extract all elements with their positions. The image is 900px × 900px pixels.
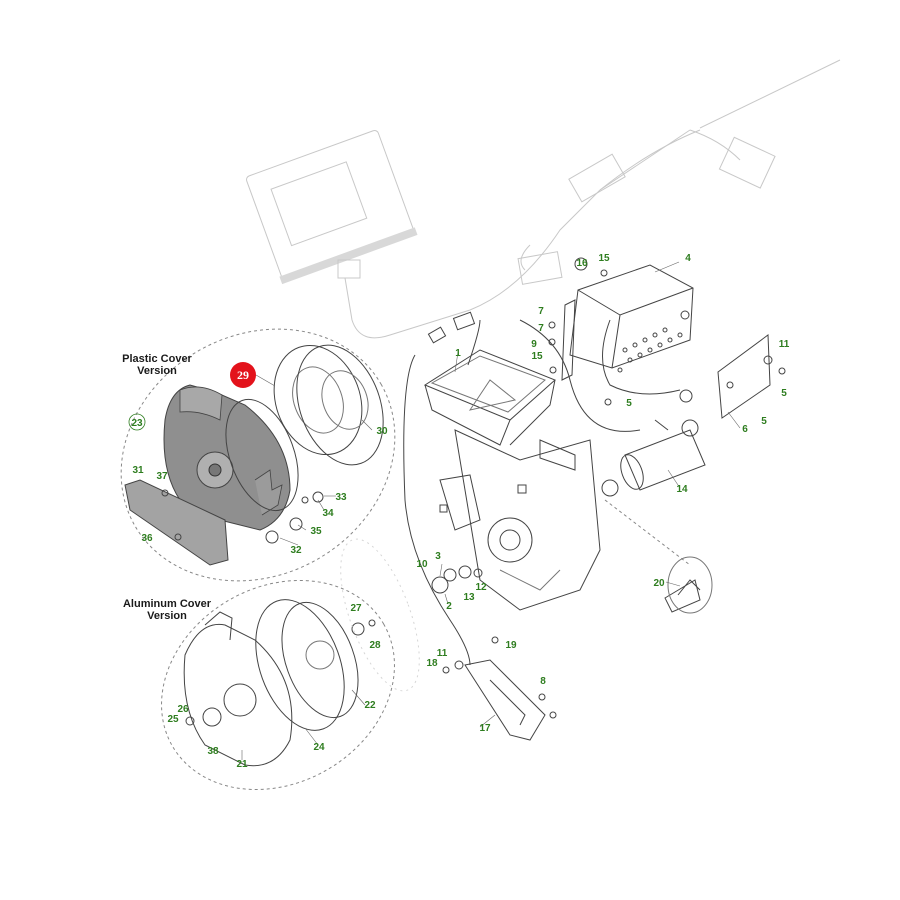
callout-14[interactable]: 14 [676,484,688,495]
callout-24[interactable]: 24 [313,742,325,753]
callout-25[interactable]: 25 [167,714,179,725]
callout-37[interactable]: 37 [156,471,168,482]
callout-26[interactable]: 26 [177,704,189,715]
callout-3[interactable]: 3 [435,551,441,562]
plastic-section-label-1: Plastic Cover [122,353,192,365]
plastic-cover-group: Plastic Cover Version [120,328,396,582]
callout-16[interactable]: 16 [576,258,588,269]
callout-15-a[interactable]: 15 [598,253,610,264]
callout-32[interactable]: 32 [290,545,302,556]
callout-8[interactable]: 8 [540,676,546,687]
callout-labels: 1 2 3 4 5 5 5 6 7 7 8 9 10 11 11 12 13 1… [131,253,789,770]
callout-27[interactable]: 27 [350,603,362,614]
callout-35[interactable]: 35 [310,526,322,537]
callout-11-a[interactable]: 11 [779,339,790,350]
plastic-section-label-2: Version [137,365,177,377]
callout-11-b[interactable]: 11 [437,648,448,659]
green-circle-icon [128,413,146,431]
callout-7-a[interactable]: 7 [538,306,544,317]
motor-bracket [561,264,694,403]
callout-13[interactable]: 13 [463,592,475,603]
callout-38[interactable]: 38 [207,746,219,757]
callout-17[interactable]: 17 [479,723,491,734]
callout-5-c[interactable]: 5 [781,388,787,399]
callout-23[interactable]: 23 [131,418,143,429]
callout-5-b[interactable]: 5 [761,416,767,427]
callout-34[interactable]: 34 [322,508,334,519]
callout-9[interactable]: 9 [531,339,537,350]
callout-15-b[interactable]: 15 [531,351,543,362]
plastic-group-outline [120,328,396,582]
callout-7-b[interactable]: 7 [538,323,544,334]
sensor-cable [403,354,471,666]
callout-1[interactable]: 1 [455,348,461,359]
callout-20[interactable]: 20 [653,578,665,589]
backing-plate-29 [273,344,363,456]
motor [601,419,706,566]
aluminum-section-label-2: Version [147,610,187,622]
aluminum-group-outline [161,579,395,791]
callout-21[interactable]: 21 [236,759,248,770]
aluminum-section-label-1: Aluminum Cover [123,598,212,610]
cover-plate [717,334,786,419]
callout-31[interactable]: 31 [132,465,144,476]
callout-12[interactable]: 12 [475,582,487,593]
leader-lines [241,261,741,760]
plastic-fan-housing [163,384,291,531]
callout-22[interactable]: 22 [364,700,376,711]
aluminum-cover-group: Aluminum Cover Version [123,538,420,791]
faded-harness [246,59,841,339]
hopper-assembly [423,349,601,611]
callout-28[interactable]: 28 [369,640,381,651]
callout-19[interactable]: 19 [505,640,517,651]
callout-30[interactable]: 30 [376,426,388,437]
callout-18[interactable]: 18 [426,658,438,669]
callout-33[interactable]: 33 [335,492,347,503]
callout-5-a[interactable]: 5 [626,398,632,409]
highlight-callout-29[interactable]: 29 [230,362,276,388]
callout-4[interactable]: 4 [685,253,691,264]
aluminum-fan-housing [183,611,293,767]
red-circle-icon [230,362,256,388]
bracket-17 [464,659,557,741]
callout-6[interactable]: 6 [742,424,748,435]
callout-10[interactable]: 10 [416,559,428,570]
gasket-30 [296,344,384,466]
shaft-20 [664,556,713,614]
highlight-label: 29 [237,368,249,382]
callout-2[interactable]: 2 [446,601,452,612]
callout-36[interactable]: 36 [141,533,153,544]
vent-holes [617,327,683,373]
